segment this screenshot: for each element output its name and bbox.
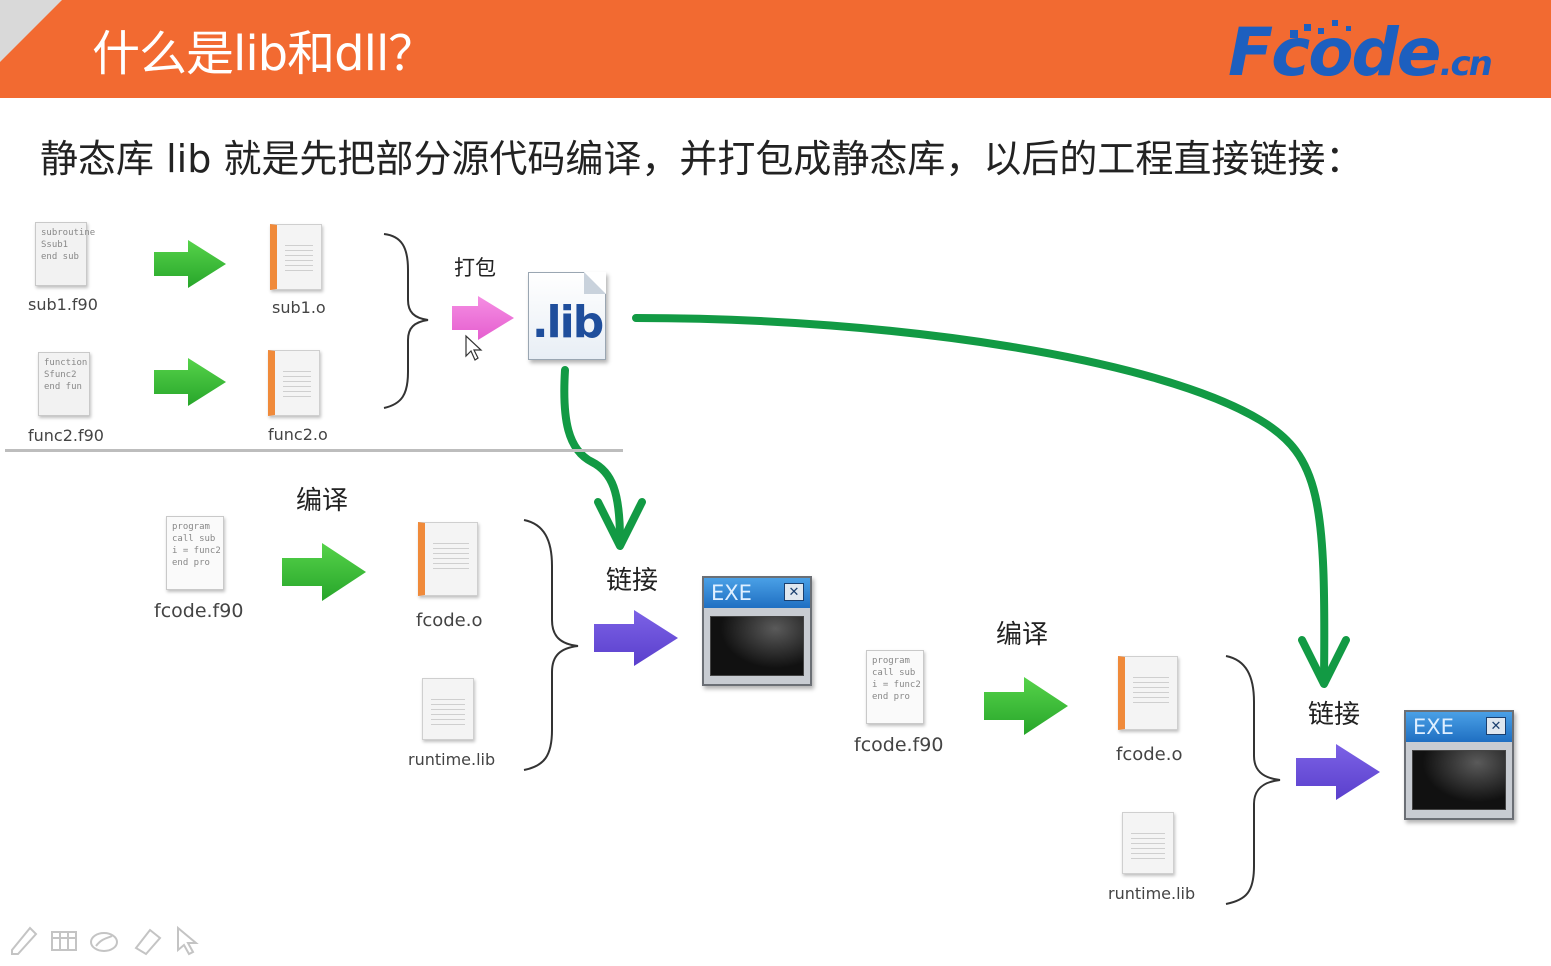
pack-label: 打包 bbox=[454, 256, 496, 280]
object-label-func2: func2.o bbox=[268, 425, 328, 444]
link-label-left: 链接 bbox=[606, 566, 659, 596]
brace-right bbox=[1225, 655, 1281, 905]
runtime-label-right: runtime.lib bbox=[1108, 884, 1196, 903]
compile-label-right: 编译 bbox=[996, 620, 1049, 650]
logo-suffix: .cn bbox=[1439, 44, 1493, 84]
exe-screen-right bbox=[1412, 750, 1506, 810]
source-label-sub1: sub1.f90 bbox=[28, 295, 98, 314]
header-bar: 什么是lib和dll？ bbox=[0, 0, 1551, 98]
lib-file-label: .lib bbox=[531, 297, 604, 348]
logo-dots-icon bbox=[1290, 20, 1351, 38]
fcode-logo: Fcode.cn bbox=[1228, 18, 1540, 88]
header-corner bbox=[0, 0, 62, 62]
object-label-sub1: sub1.o bbox=[272, 298, 326, 317]
slide-title: 什么是lib和dll？ bbox=[92, 26, 436, 82]
link-label-right: 链接 bbox=[1308, 700, 1361, 730]
presentation-toolbar bbox=[11, 925, 199, 956]
exe-window-icon-right: EXE ✕ bbox=[1404, 710, 1514, 820]
source-file-icon-left: program call sub i = func2 end pro bbox=[166, 516, 224, 590]
compile-arrow-right bbox=[984, 677, 1068, 735]
section-divider bbox=[5, 449, 623, 452]
exe-title-right: EXE bbox=[1413, 715, 1454, 739]
runtime-label-left: runtime.lib bbox=[408, 750, 496, 769]
pencil-icon[interactable] bbox=[11, 926, 38, 955]
object-file-icon-left bbox=[418, 522, 478, 596]
compile-arrow-sub1 bbox=[154, 240, 226, 288]
source-snippet-sub1: subroutine Ssub1 end sub bbox=[41, 228, 96, 262]
highlighter-icon[interactable] bbox=[134, 928, 162, 956]
compile-arrow-func2 bbox=[154, 358, 226, 406]
pack-arrow bbox=[452, 296, 514, 340]
source-file-icon-right: program call sub i = func2 end pro bbox=[866, 650, 924, 724]
brace-top bbox=[383, 233, 429, 409]
source-snippet-left: program call sub i = func2 end pro bbox=[172, 522, 221, 568]
table-icon[interactable] bbox=[51, 931, 77, 951]
eraser-icon[interactable] bbox=[90, 932, 118, 952]
lib-to-left-link-arrowhead bbox=[594, 498, 646, 550]
source-label-left: fcode.f90 bbox=[154, 600, 244, 622]
exe-window-icon-left: EXE ✕ bbox=[702, 576, 812, 686]
object-file-icon-sub1 bbox=[270, 224, 322, 290]
mouse-pointer-icon bbox=[465, 334, 483, 361]
link-arrow-right bbox=[1296, 744, 1380, 800]
compile-arrow-left bbox=[282, 543, 366, 601]
runtime-lib-icon-left bbox=[422, 678, 474, 740]
lib-file-icon: .lib bbox=[528, 272, 606, 360]
lib-to-right-link-curve bbox=[632, 314, 1329, 684]
object-file-icon-right bbox=[1118, 656, 1178, 730]
pointer-icon[interactable] bbox=[177, 925, 199, 956]
link-arrow-left bbox=[594, 610, 678, 666]
object-label-left: fcode.o bbox=[416, 610, 483, 631]
source-label-right: fcode.f90 bbox=[854, 734, 944, 756]
compile-label-left: 编译 bbox=[296, 486, 349, 516]
source-file-icon-sub1: subroutine Ssub1 end sub bbox=[35, 222, 95, 286]
lib-to-right-link-arrowhead bbox=[1298, 636, 1350, 688]
object-label-right: fcode.o bbox=[1116, 744, 1183, 765]
runtime-lib-icon-right bbox=[1122, 812, 1174, 874]
slide-subtitle: 静态库 lib 就是先把部分源代码编译，并打包成静态库，以后的工程直接链接： bbox=[40, 137, 1364, 181]
object-file-icon-func2 bbox=[268, 350, 320, 416]
source-label-func2: func2.f90 bbox=[28, 426, 104, 445]
exe-title-left: EXE bbox=[711, 581, 752, 605]
exe-screen-left bbox=[710, 616, 804, 676]
source-snippet-right: program call sub i = func2 end pro bbox=[872, 656, 921, 702]
source-file-icon-func2: function Sfunc2 end fun bbox=[38, 352, 90, 416]
brace-left bbox=[523, 519, 579, 771]
close-icon: ✕ bbox=[1486, 717, 1506, 735]
close-icon: ✕ bbox=[784, 583, 804, 601]
logo-main: Fcode bbox=[1228, 14, 1442, 91]
lib-to-left-link-curve bbox=[560, 366, 624, 544]
source-snippet-func2: function Sfunc2 end fun bbox=[44, 358, 88, 392]
